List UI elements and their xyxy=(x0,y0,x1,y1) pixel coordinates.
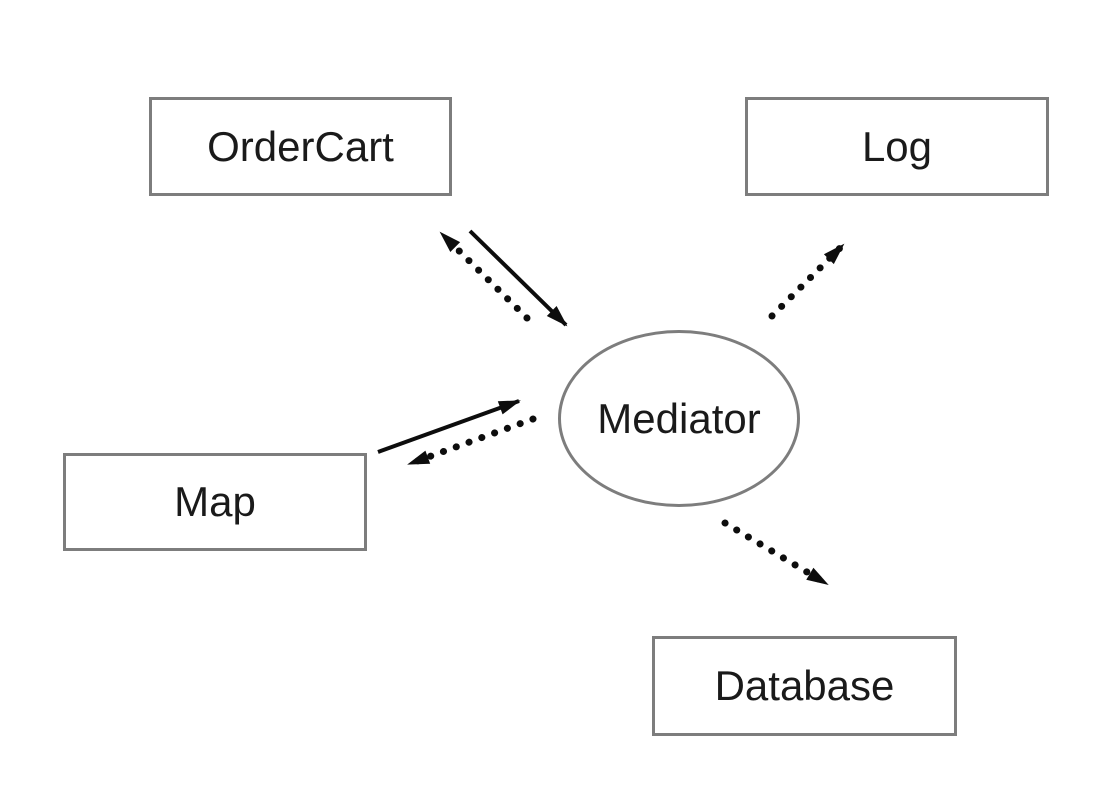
node-mediator: Mediator xyxy=(558,330,800,507)
node-mediator-label: Mediator xyxy=(597,394,761,442)
node-map: Map xyxy=(63,453,367,551)
node-ordercart: OrderCart xyxy=(149,97,452,196)
edge-map-to-mediator-solid xyxy=(377,399,521,454)
node-log: Log xyxy=(745,97,1049,196)
edge-mediator-to-log-dotted xyxy=(768,241,847,320)
node-ordercart-label: OrderCart xyxy=(207,122,394,170)
node-log-label: Log xyxy=(861,122,933,170)
edge-mediator-to-ordercart-dotted xyxy=(437,229,531,322)
node-database-label: Database xyxy=(714,662,895,709)
edge-mediator-to-map-dotted xyxy=(405,415,537,468)
node-database: Database xyxy=(652,636,957,736)
edge-mediator-to-database-dotted xyxy=(721,519,831,588)
node-map-label: Map xyxy=(174,478,256,525)
edge-ordercart-to-mediator-solid xyxy=(468,229,568,327)
